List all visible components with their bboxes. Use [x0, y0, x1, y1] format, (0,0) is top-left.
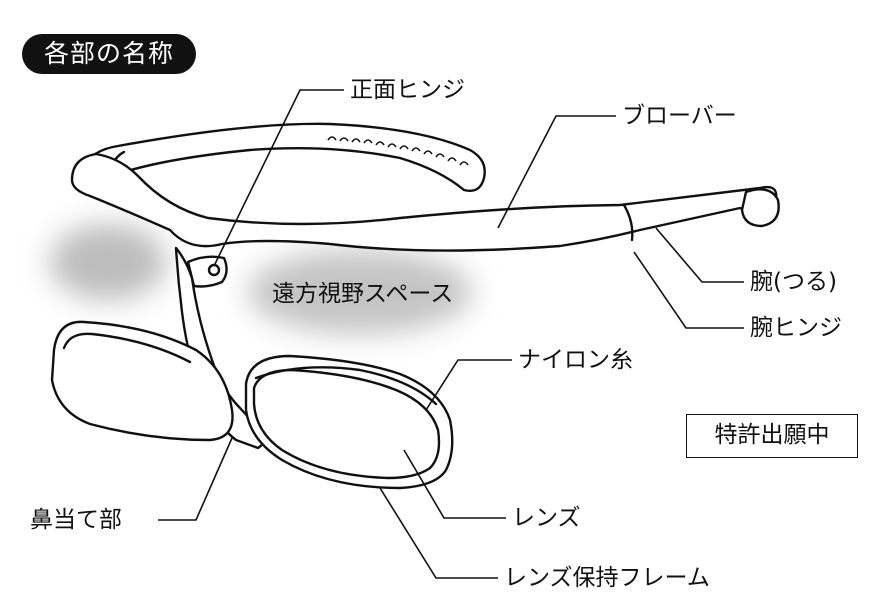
left-lens-inner [62, 332, 192, 364]
nylon-thread-line [254, 366, 438, 406]
leader-brow-bar [497, 115, 616, 229]
leader-nylon-thread [425, 359, 512, 411]
leader-temple-hinge [633, 251, 744, 329]
label-nylon-thread: ナイロン糸 [518, 347, 633, 373]
far-temple-arm [80, 122, 486, 192]
label-lens-frame: レンズ保持フレーム [504, 565, 710, 591]
patent-pending-badge: 特許出願中 [686, 414, 858, 458]
temple-ridges [327, 136, 469, 166]
hinge-screw [207, 263, 221, 277]
label-brow-bar: ブローバー [622, 103, 737, 129]
temple-joint [622, 203, 634, 242]
leader-nose-pad [158, 437, 233, 521]
label-far-vision-space: 遠方視野スペース [272, 281, 454, 307]
brow-bar-shape [70, 152, 778, 252]
far-vision-blur-left [50, 224, 166, 300]
label-front-hinge: 正面ヒンジ [350, 77, 465, 103]
right-lens-glass [252, 368, 441, 480]
leader-lens-frame [379, 487, 498, 579]
label-nose-pad: 鼻当て部 [30, 507, 122, 533]
left-lens-frame [50, 320, 234, 442]
far-vision-blur-right [248, 250, 472, 334]
leader-lens [403, 449, 506, 519]
page-title: 各部の名称 [22, 34, 197, 74]
label-temple-hinge: 腕ヒンジ [750, 315, 842, 341]
leader-front-hinge [213, 89, 344, 267]
temple-tip [740, 188, 780, 228]
label-temple: 腕(つる) [750, 269, 837, 295]
leader-temple [655, 227, 744, 283]
hinge-block [186, 255, 228, 288]
label-lens: レンズ [512, 505, 581, 531]
